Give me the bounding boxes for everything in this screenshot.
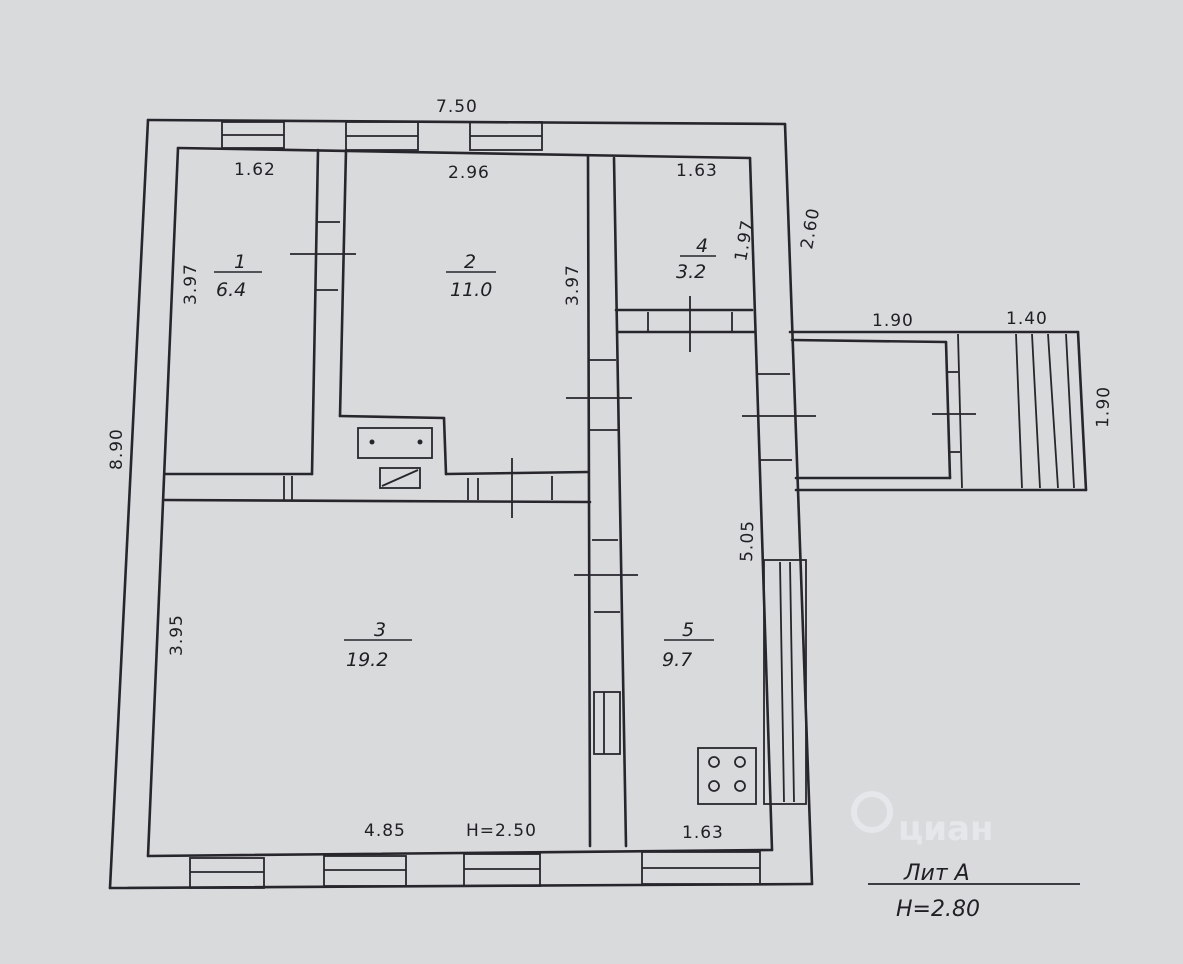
- dim-room5-width: 1.63: [682, 823, 724, 843]
- annex: [788, 330, 1088, 492]
- room2-area: 11.0: [450, 279, 492, 301]
- dim-room1-width: 1.62: [234, 160, 276, 180]
- interior-walls: [163, 148, 816, 848]
- room4-area: 3.2: [676, 261, 706, 283]
- ceiling-height-label: H=2.50: [466, 821, 537, 841]
- sink: [357, 427, 433, 459]
- windows-top: [221, 121, 543, 151]
- dim-room1-length: 3.97: [181, 263, 201, 305]
- fixtures: [357, 427, 757, 805]
- dim-room4-width: 1.63: [676, 161, 718, 181]
- stove: [697, 747, 757, 805]
- dim-room3-width: 4.85: [364, 821, 406, 841]
- dim-annex-depth: 1.90: [1093, 386, 1114, 429]
- watermark: циан: [851, 791, 993, 849]
- dim-overall-length: 8.90: [107, 428, 127, 470]
- dim-porch-depth: 2.60: [797, 206, 824, 251]
- dim-room3-length: 3.95: [167, 614, 187, 656]
- appliance: [379, 467, 421, 489]
- windows-bottom: [189, 851, 761, 889]
- room1-area: 6.4: [216, 279, 246, 301]
- total-height-label: H=2.80: [896, 897, 980, 922]
- room3-area: 19.2: [346, 649, 388, 671]
- room1-number: 1: [234, 251, 246, 273]
- dim-room5-length: 5.05: [737, 520, 758, 563]
- dim-annex-width-b: 1.40: [1006, 309, 1048, 329]
- liter-label: Лит А: [903, 861, 970, 886]
- dimensions: 7.50 8.90 2.60 1.62 3.97 2.96 3.97 4.85 …: [107, 97, 1114, 843]
- liter-block: Лит А H=2.80: [896, 861, 980, 922]
- room5-area: 9.7: [662, 649, 692, 671]
- dim-room2-length: 3.97: [563, 264, 583, 306]
- room5-number: 5: [682, 619, 694, 641]
- dim-annex-width-a: 1.90: [872, 311, 914, 331]
- room3-number: 3: [374, 619, 386, 641]
- watermark-text: циан: [898, 809, 993, 849]
- room-labels: 1 6.4 2 11.0 3 19.2 4 3.2 5 9.7: [214, 235, 716, 671]
- room2-number: 2: [464, 251, 476, 273]
- room4-number: 4: [696, 235, 708, 257]
- dim-room2-width: 2.96: [448, 163, 490, 183]
- dim-overall-width: 7.50: [436, 97, 478, 117]
